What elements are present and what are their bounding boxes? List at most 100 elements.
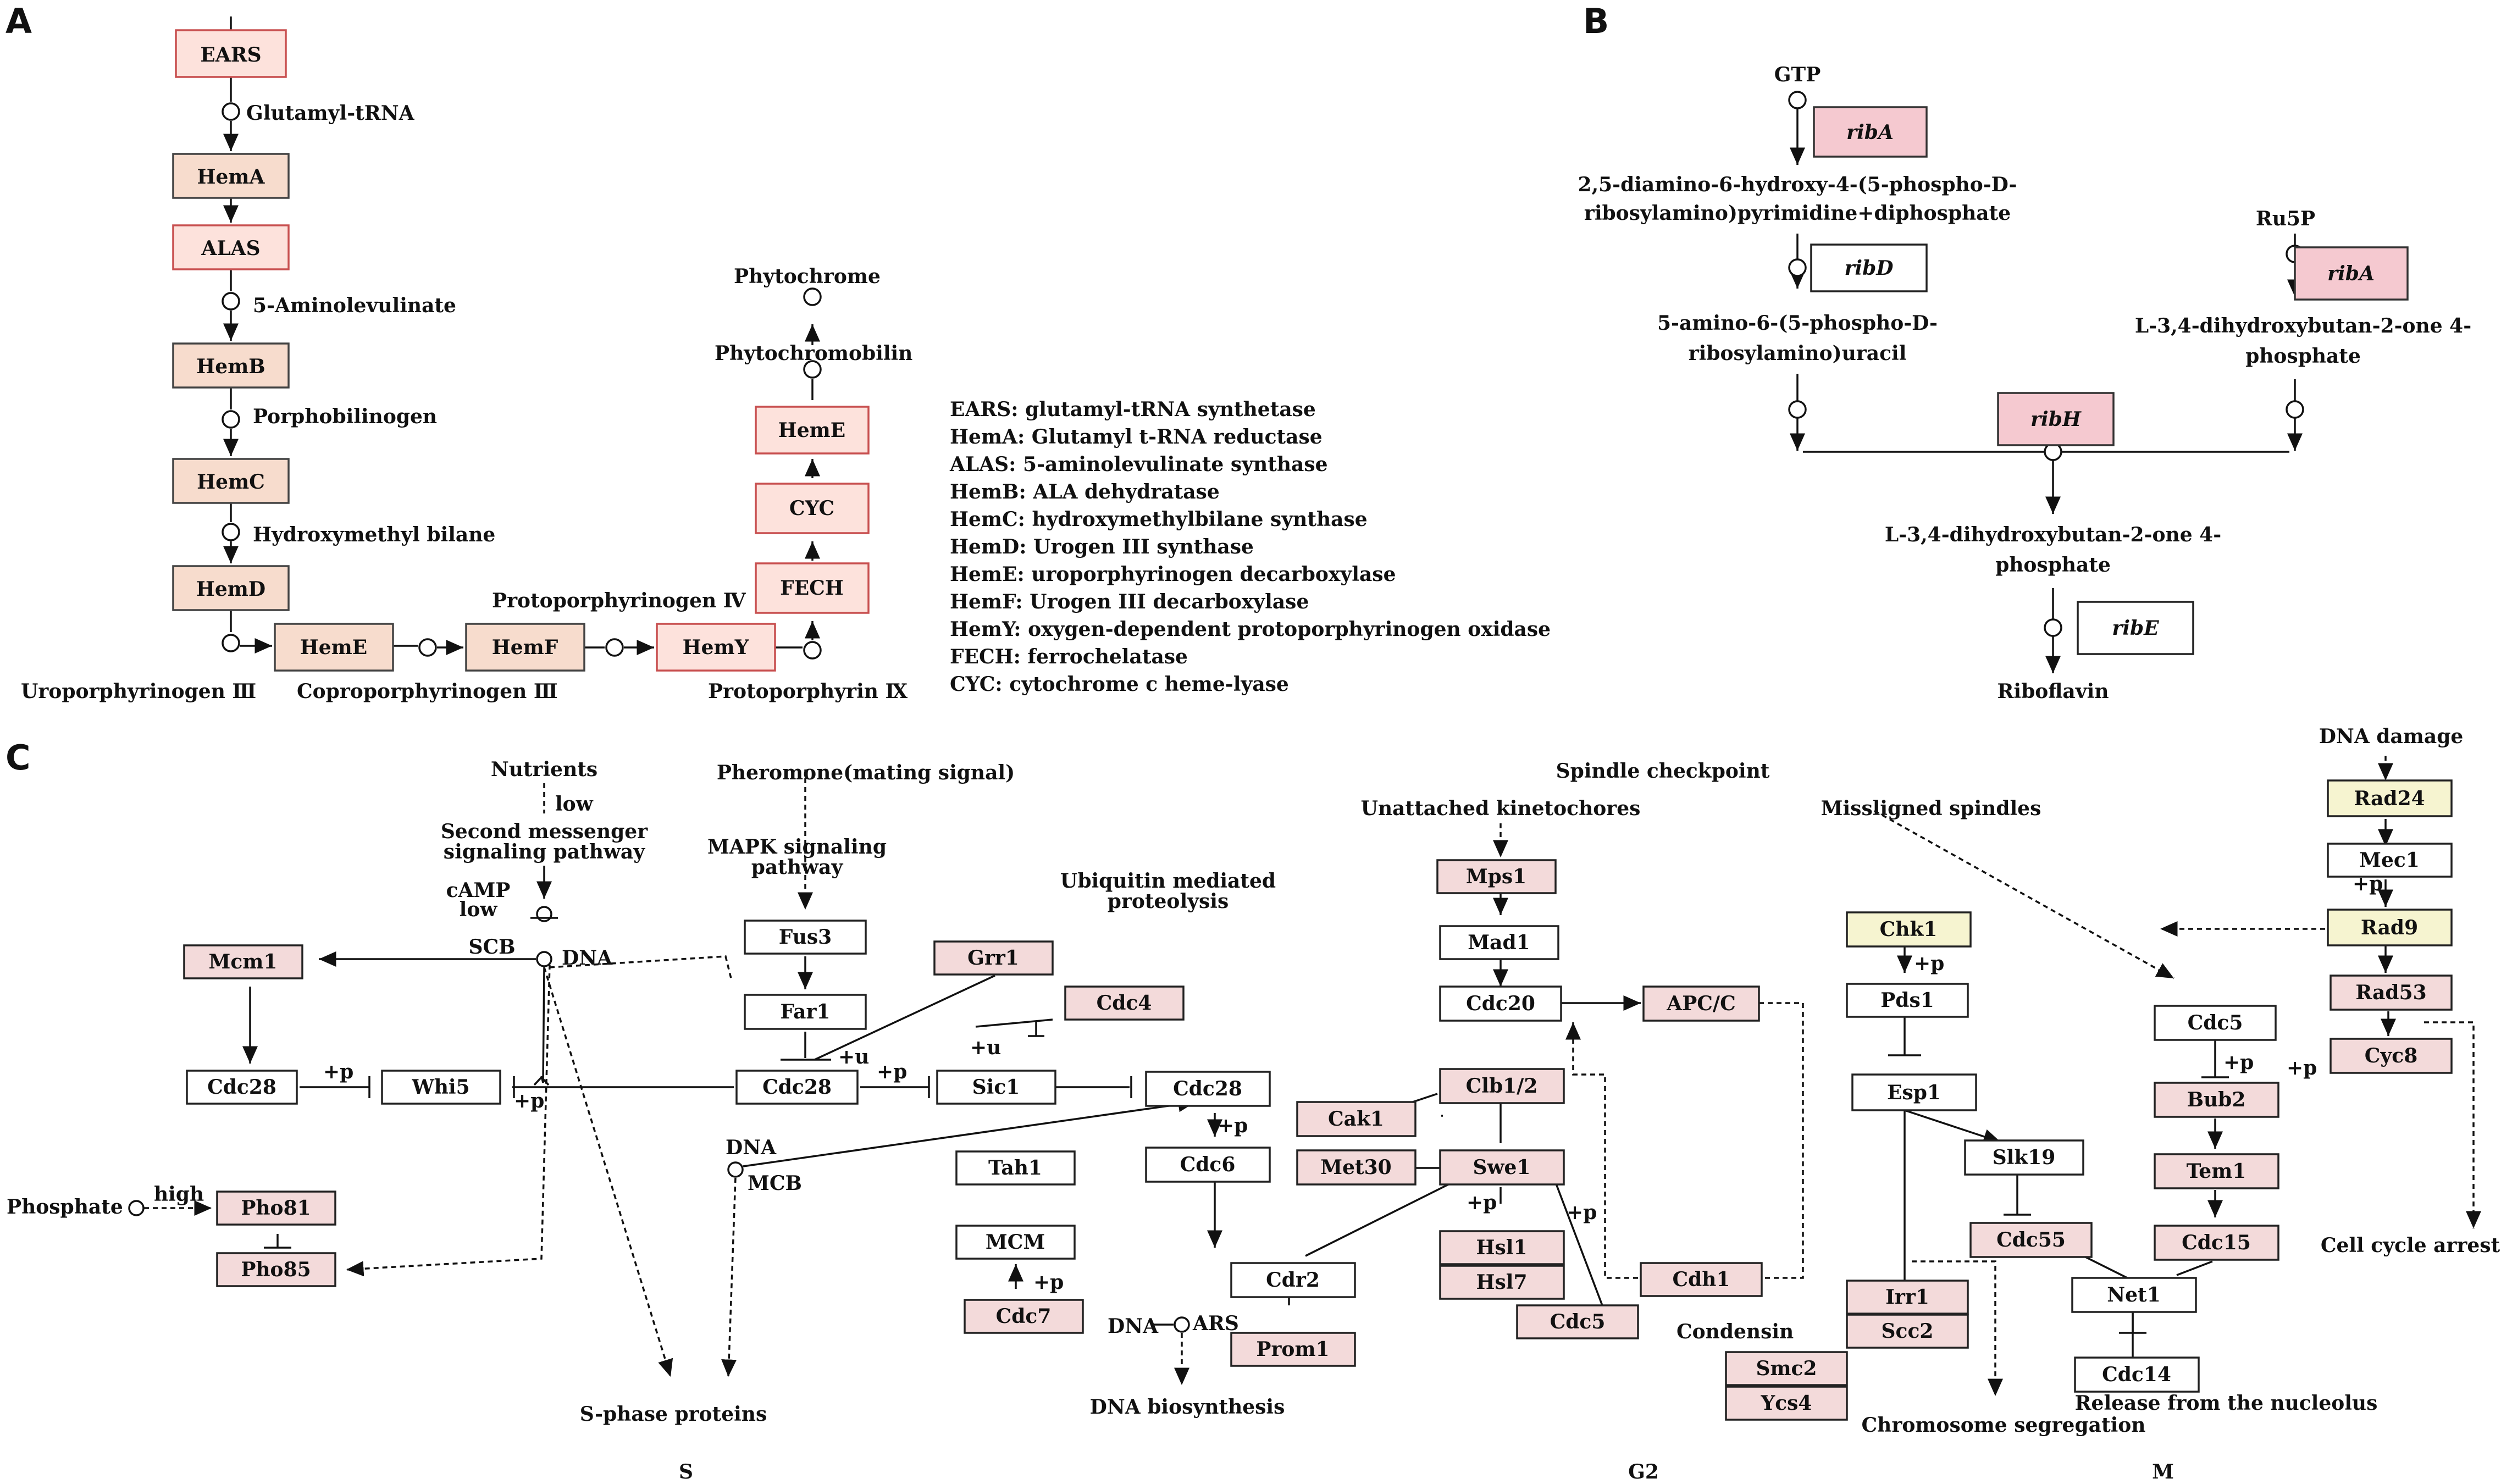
- second-messenger-label-line1: Second messenger: [441, 820, 648, 843]
- rad53-box: Rad53: [2330, 974, 2453, 1011]
- svg-text:HemC: hydroxymethylbilane synt: HemC: hydroxymethylbilane synthase: [950, 508, 1368, 531]
- phase-m-label: M: [2152, 1460, 2174, 1483]
- svg-text:ribA: ribA: [1846, 121, 1894, 144]
- svg-text:Chk1: Chk1: [1880, 918, 1938, 941]
- svg-text:Cdc6: Cdc6: [1180, 1153, 1236, 1176]
- condensin-label: Condensin: [1676, 1320, 1794, 1343]
- svg-text:Bub2: Bub2: [2187, 1088, 2246, 1111]
- plus-p-label-2: +p: [514, 1089, 544, 1112]
- slk19-box: Slk19: [1964, 1139, 2084, 1176]
- svg-text:Sic1: Sic1: [972, 1076, 1020, 1099]
- phytochrome-label: Phytochrome: [734, 265, 881, 288]
- svg-text:Cdc4: Cdc4: [1097, 992, 1152, 1015]
- cdc5-box-2: Cdc5: [1516, 1304, 1639, 1339]
- protoporphyrin-label: Protoporphyrin Ⅸ: [708, 680, 908, 703]
- plus-p-label-11: +p: [2287, 1056, 2317, 1079]
- dhb-product-label-line2: phosphate: [1995, 553, 2111, 577]
- cdc7-box: Cdc7: [964, 1299, 1084, 1334]
- svg-text:ribD: ribD: [1844, 257, 1893, 280]
- glutamyl-trna-label: Glutamyl-tRNA: [246, 102, 415, 125]
- chromosome-segregation-label: Chromosome segregation: [1862, 1414, 2146, 1437]
- svg-text:CYC: cytochrome c heme-lyase: CYC: cytochrome c heme-lyase: [950, 673, 1289, 696]
- svg-text:Scc2: Scc2: [1882, 1320, 1934, 1343]
- mec1-box: Mec1: [2327, 843, 2453, 878]
- svg-text:HemB: HemB: [196, 355, 265, 378]
- tah1-box: Tah1: [955, 1150, 1076, 1186]
- ears-box: EARS: [175, 29, 287, 78]
- whi5-box: Whi5: [381, 1070, 501, 1105]
- svg-text:HemY: oxygen-dependent protopo: HemY: oxygen-dependent protoporphyrinoge…: [950, 618, 1551, 641]
- svg-text:Slk19: Slk19: [1993, 1146, 2056, 1169]
- hsl1-box: Hsl1: [1439, 1230, 1565, 1265]
- protoporphyrinogen-label: Protoporphyrinogen Ⅳ: [492, 589, 746, 612]
- cdc5-box-1: Cdc5: [2154, 1005, 2277, 1041]
- svg-text:Cyc8: Cyc8: [2365, 1044, 2418, 1067]
- panel-label-b: B: [1583, 1, 1609, 41]
- rad9-box: Rad9: [2327, 909, 2453, 946]
- svg-text:Hsl7: Hsl7: [1476, 1271, 1527, 1294]
- hemy-box: HemY: [656, 623, 776, 672]
- phase-s-label: S: [679, 1460, 693, 1483]
- mapk-label-line1: MAPK signaling: [707, 835, 887, 859]
- svg-text:Cdc15: Cdc15: [2182, 1231, 2251, 1254]
- pho85-box: Pho85: [216, 1252, 336, 1287]
- hemc-box: HemC: [172, 458, 290, 504]
- svg-text:HemE: uroporphyrinogen decarbo: HemE: uroporphyrinogen decarboxylase: [950, 563, 1396, 586]
- prom1-box: Prom1: [1230, 1332, 1356, 1367]
- svg-text:Cdc28: Cdc28: [207, 1076, 276, 1099]
- svg-text:HemD: Urogen III synthase: HemD: Urogen III synthase: [950, 535, 1254, 558]
- scc2-box: Scc2: [1846, 1314, 1969, 1349]
- cyc-box: CYC: [755, 483, 870, 534]
- svg-text:Far1: Far1: [781, 1000, 831, 1023]
- svg-text:EARS: glutamyl-tRNA synthetas: EARS: glutamyl-tRNA synthetase: [950, 398, 1316, 421]
- cdc20-box: Cdc20: [1439, 985, 1562, 1022]
- pheromone-label: Pheromone(mating signal): [717, 761, 1015, 784]
- svg-text:Mcm1: Mcm1: [209, 950, 278, 973]
- phytochromobilin-label: Phytochromobilin: [715, 342, 912, 365]
- scb-label: SCB: [468, 935, 515, 959]
- svg-text:HemE: HemE: [300, 636, 367, 659]
- porphobilinogen-label: Porphobilinogen: [253, 405, 437, 428]
- svg-text:Tem1: Tem1: [2187, 1160, 2247, 1183]
- nutrients-label: Nutrients: [491, 758, 597, 781]
- phosphate-label: Phosphate: [7, 1195, 123, 1219]
- svg-text:Rad24: Rad24: [2354, 787, 2425, 810]
- svg-text:Cdc14: Cdc14: [2102, 1363, 2171, 1386]
- svg-text:Cdc5: Cdc5: [1550, 1310, 1606, 1333]
- chk1-box: Chk1: [1846, 911, 1972, 948]
- tem1-box: Tem1: [2154, 1153, 2279, 1189]
- cyc8-box: Cyc8: [2330, 1038, 2453, 1074]
- plus-p-label-4: +p: [1218, 1114, 1248, 1137]
- cdc14-box: Cdc14: [2074, 1356, 2200, 1393]
- mps1-box: Mps1: [1436, 859, 1557, 894]
- svg-text:Tah1: Tah1: [988, 1156, 1042, 1180]
- svg-text:Clb1/2: Clb1/2: [1466, 1075, 1538, 1098]
- missligned-spindles-label: Missligned spindles: [1821, 797, 2041, 820]
- panel-label-c: C: [5, 738, 31, 778]
- svg-text:HemF: Urogen III decarboxylase: HemF: Urogen III decarboxylase: [950, 590, 1309, 613]
- plus-u-label-2: +u: [970, 1036, 1001, 1059]
- svg-text:ribH: ribH: [2030, 408, 2082, 431]
- panel-label-a: A: [5, 1, 32, 41]
- pho81-box: Pho81: [216, 1190, 336, 1226]
- cdc28-box-2: Cdc28: [735, 1070, 859, 1105]
- svg-text:Cdc5: Cdc5: [2188, 1011, 2243, 1034]
- esp1-box: Esp1: [1851, 1073, 1977, 1111]
- svg-text:HemD: HemD: [196, 578, 265, 601]
- s-phase-proteins-label: S-phase proteins: [580, 1403, 767, 1426]
- ribh-box: ribH: [1997, 392, 2115, 446]
- svg-text:Whi5: Whi5: [411, 1076, 469, 1099]
- high-label: high: [154, 1183, 204, 1206]
- svg-text:Prom1: Prom1: [1256, 1338, 1329, 1361]
- svg-text:Rad9: Rad9: [2361, 916, 2418, 939]
- plus-p-label-9: +p: [1914, 952, 1944, 975]
- svg-text:CYC: CYC: [789, 497, 834, 520]
- ribe-box: ribE: [2077, 601, 2194, 655]
- svg-text:Pho81: Pho81: [241, 1197, 311, 1220]
- irr1-box: Irr1: [1846, 1280, 1969, 1315]
- apcc-box: APC/C: [1642, 985, 1760, 1022]
- far1-box: Far1: [744, 994, 867, 1030]
- ribd-box: ribD: [1810, 243, 1928, 292]
- panel-c: Mcm1 Cdc28 Whi5 Pho81 Pho85 Fus3 Far1 Cd…: [7, 725, 2500, 1483]
